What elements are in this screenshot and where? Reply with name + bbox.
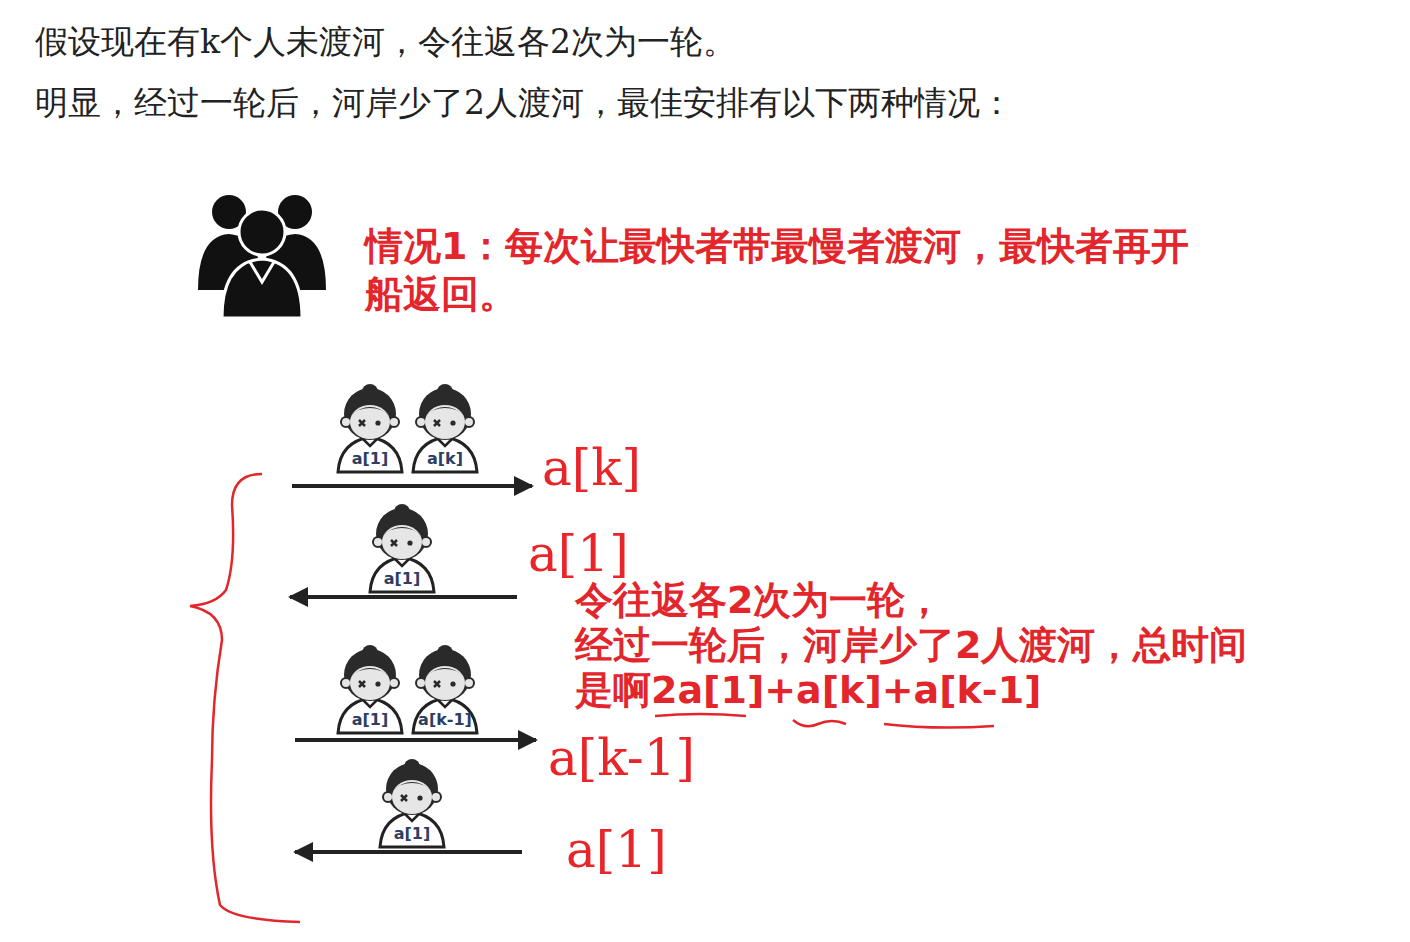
person-label: a[1] [394, 824, 431, 843]
person-label: a[k] [427, 449, 463, 468]
intro-text: 明显，经过一轮后，河岸少了2人渡河，最佳安排有以下两种情况： [35, 83, 1013, 123]
person-figure [413, 384, 477, 472]
return-arrow [295, 850, 522, 854]
handwritten-time: a[1] [566, 822, 667, 878]
person-figure [338, 384, 402, 472]
crossing-arrow [292, 484, 532, 488]
group-icon [198, 195, 326, 318]
person-figure [338, 645, 402, 733]
intro-text: 假设现在有k个人未渡河，令往返各2次为一轮。 [35, 22, 736, 62]
person-figure [413, 645, 477, 733]
handwritten-time: a[k-1] [548, 730, 695, 786]
note-text: 令往返各2次为一轮， 经过一轮后，河岸少了2人渡河，总时间 是啊2a[1]+a[… [575, 578, 1247, 713]
crossing-arrow [295, 738, 536, 742]
person-figure [370, 504, 434, 592]
return-arrow [290, 595, 517, 599]
underline-mark [655, 714, 746, 716]
handwritten-time: a[k] [542, 440, 641, 496]
person-label: a[1] [384, 569, 421, 588]
person-label: a[1] [352, 449, 389, 468]
handwritten-time: a[1] [528, 526, 629, 582]
case-heading: 情况1：每次让最快者带最慢者渡河，最快者再开船返回。 [365, 222, 1215, 318]
underline-mark [793, 720, 846, 726]
underline-mark [884, 724, 994, 728]
round-brace [190, 474, 300, 922]
person-label: a[k-1] [418, 710, 472, 729]
person-label: a[1] [352, 710, 389, 729]
person-figure [380, 759, 444, 847]
